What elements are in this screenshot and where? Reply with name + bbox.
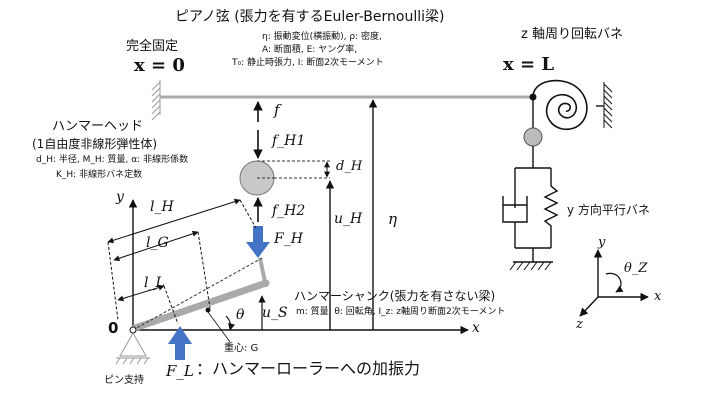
l-G-label: l_G — [146, 235, 169, 251]
hammer-shank — [131, 279, 270, 332]
shank-params: m: 質量, θ: 回転角, I_z: z軸周り断面2次モーメント — [296, 307, 506, 317]
F-L-description: ：ハンマーローラーへの加振力 — [196, 359, 421, 378]
string-title: ピアノ弦 (張力を有するEuler-Bernoulli梁) — [175, 9, 445, 25]
F-L-label: F_L — [166, 362, 194, 380]
centroid-point — [205, 307, 211, 313]
F-H-force-arrow — [246, 226, 270, 258]
coord-theta-z-label: θ_Z — [624, 261, 648, 276]
hammer-head-params-1: d_H: 半径, M_H: 質量, α: 非線形係数 — [36, 155, 189, 165]
ground-hatch — [509, 261, 553, 271]
x-L-label: x = L — [503, 54, 555, 75]
shank-title: ハンマーシャンク(張力を有さない梁) — [294, 289, 496, 303]
eta-label: η — [388, 210, 397, 228]
right-wall-hatch — [603, 82, 613, 129]
theta-label: θ — [236, 307, 245, 323]
origin-label: 0 — [108, 319, 119, 337]
mass-ball-right — [523, 127, 543, 147]
left-wall-hatch — [151, 80, 161, 121]
F-H-label: F_H — [274, 231, 303, 247]
pin-support-label: ピン支持 — [104, 375, 144, 386]
string-params-line1: η: 振動変位(横振動), ρ: 密度, — [262, 32, 382, 42]
l-H-label: l_H — [150, 199, 174, 215]
rotational-spring — [532, 79, 588, 131]
hammer-head-subtitle: (1自由度非線形弾性体) — [32, 137, 157, 151]
d-H-label: d_H — [336, 159, 363, 174]
string-params-line3: T₀: 静止時張力, I: 断面2次モーメント — [232, 58, 384, 68]
parallel-spring-label: y 方向平行バネ — [567, 203, 650, 217]
coord-system — [579, 249, 649, 317]
hammer-stem — [258, 257, 268, 288]
string-params-line2: A: 断面積, E: ヤング率, — [262, 45, 358, 55]
coord-y-label: y — [598, 235, 606, 250]
length-dimensions — [107, 198, 257, 325]
hammer-head-params-2: K_H: 非線形バネ定数 — [56, 170, 143, 180]
rotational-spring-label: z 軸周り回転バネ — [521, 27, 623, 42]
coord-x-label: x — [654, 289, 662, 304]
u-S-label: u_S — [262, 305, 288, 321]
x-zero-label: x = 0 — [134, 55, 185, 76]
l-L-label: l_L — [144, 275, 165, 291]
fixed-support-label: 完全固定 — [126, 39, 179, 54]
f-H2-label: f_H2 — [272, 203, 306, 219]
damper — [502, 168, 528, 248]
f-label: f — [274, 101, 280, 119]
x-axis-label: x — [472, 320, 480, 336]
parallel-spring — [543, 168, 559, 248]
theta-arc — [225, 315, 236, 331]
pin-support — [115, 326, 150, 365]
hammer-head-title: ハンマーヘッド — [52, 119, 144, 134]
y-axis-label: y — [116, 189, 124, 205]
F-L-force-arrow — [168, 326, 192, 360]
centroid-label: 重心: G — [224, 343, 259, 354]
u-H-label: u_H — [334, 211, 363, 227]
f-H1-label: f_H1 — [272, 133, 306, 149]
coord-z-label: z — [576, 317, 583, 332]
